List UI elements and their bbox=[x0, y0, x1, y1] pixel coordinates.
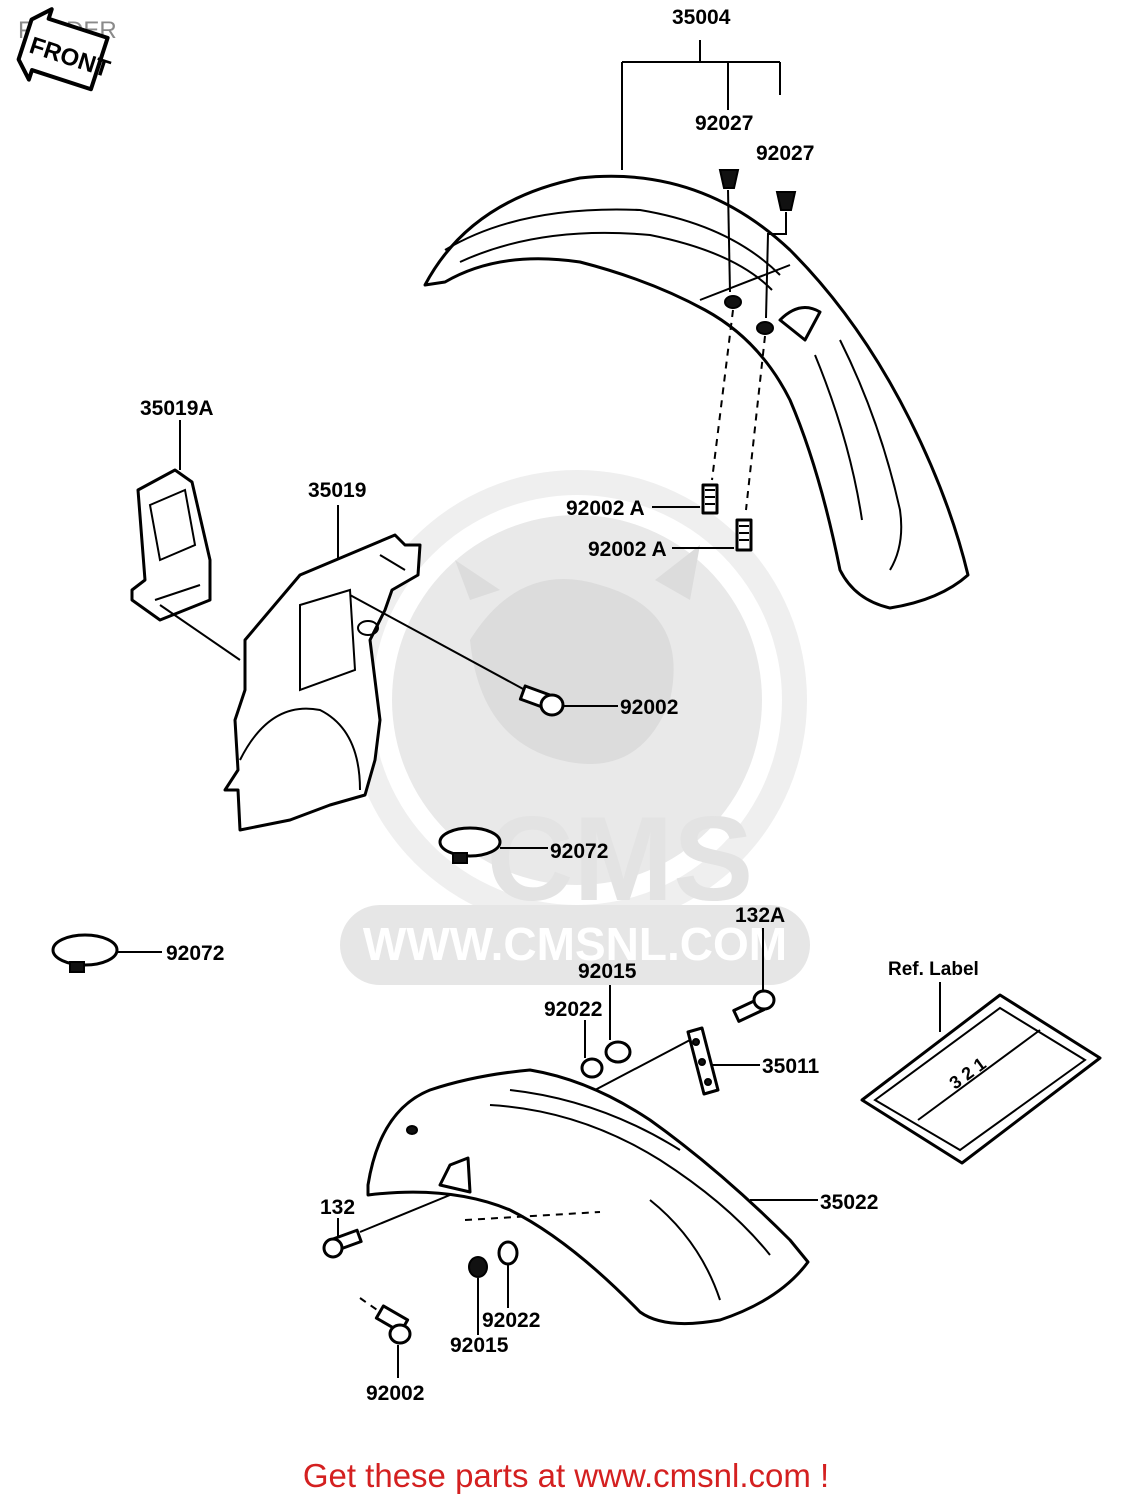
bracket-35019a bbox=[130, 468, 212, 622]
watermark: CMS WWW.CMSNL.COM bbox=[340, 470, 810, 985]
clamp-92072-a bbox=[438, 826, 502, 864]
label-35004: 35004 bbox=[672, 6, 731, 29]
label-92022-bottom: 92022 bbox=[482, 1309, 540, 1332]
label-132: 132 bbox=[320, 1196, 355, 1219]
front-arrow-icon: FRONT bbox=[16, 7, 113, 92]
washer-92022-top bbox=[580, 1057, 604, 1079]
label-92002a-a: 92002 A bbox=[566, 497, 645, 520]
bolt-132 bbox=[322, 1228, 363, 1259]
label-ref-label: Ref. Label bbox=[888, 959, 979, 980]
washer-92022-bottom bbox=[497, 1240, 519, 1266]
nut-92015-top bbox=[604, 1040, 632, 1064]
nut-92027-a bbox=[718, 169, 740, 189]
bracket-35011 bbox=[686, 1026, 720, 1096]
bolt-92002a-b bbox=[735, 518, 753, 552]
bolt-92002a-a bbox=[701, 483, 719, 515]
bolt-92002-bottom bbox=[374, 1304, 412, 1345]
mud-guard-35019 bbox=[223, 533, 422, 832]
front-fender-35004 bbox=[423, 174, 970, 610]
clamp-92072-b bbox=[51, 933, 119, 973]
label-92072-a: 92072 bbox=[550, 840, 608, 863]
ref-label-plate: 3 2 1 bbox=[860, 993, 1102, 1165]
nut-92015-bottom bbox=[468, 1256, 488, 1278]
label-132a: 132A bbox=[735, 904, 785, 927]
label-35019: 35019 bbox=[308, 479, 366, 502]
bolt-92002-top bbox=[518, 684, 565, 717]
bolt-132a bbox=[732, 989, 776, 1023]
label-92027-b: 92027 bbox=[756, 142, 814, 165]
label-92027-a: 92027 bbox=[695, 112, 753, 135]
label-35011: 35011 bbox=[762, 1055, 820, 1078]
label-35022: 35022 bbox=[820, 1191, 878, 1214]
label-92015-bottom: 92015 bbox=[450, 1334, 509, 1357]
label-92022-top: 92022 bbox=[544, 998, 602, 1021]
label-92002-bottom: 92002 bbox=[366, 1382, 424, 1405]
label-92002-top: 92002 bbox=[620, 696, 678, 719]
label-92072-b: 92072 bbox=[166, 942, 224, 965]
label-92015-top: 92015 bbox=[578, 960, 637, 983]
label-35019a: 35019A bbox=[140, 397, 214, 420]
watermark-brand: CMS bbox=[487, 792, 754, 926]
rear-fender-35022 bbox=[366, 1068, 810, 1326]
footer-link[interactable]: Get these parts at www.cmsnl.com ! bbox=[303, 1457, 829, 1494]
label-92002a-b: 92002 A bbox=[588, 538, 667, 561]
nut-92027-b bbox=[775, 191, 797, 211]
watermark-url: WWW.CMSNL.COM bbox=[363, 918, 787, 970]
